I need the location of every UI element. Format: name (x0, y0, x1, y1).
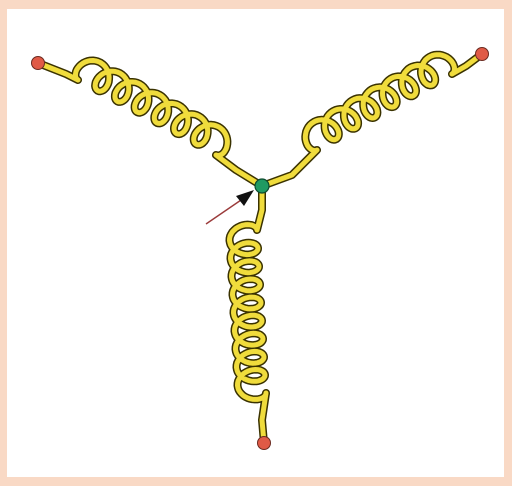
pointer-arrow-icon (236, 190, 254, 206)
neutral-point-icon (255, 179, 269, 193)
coils-group (38, 54, 482, 443)
left-coil (38, 61, 262, 187)
right-terminal-dot-icon (476, 48, 489, 61)
bottom-terminal-dot-icon (258, 437, 271, 450)
left-terminal-dot-icon (32, 57, 45, 70)
pointer-arrow-line (206, 198, 244, 224)
